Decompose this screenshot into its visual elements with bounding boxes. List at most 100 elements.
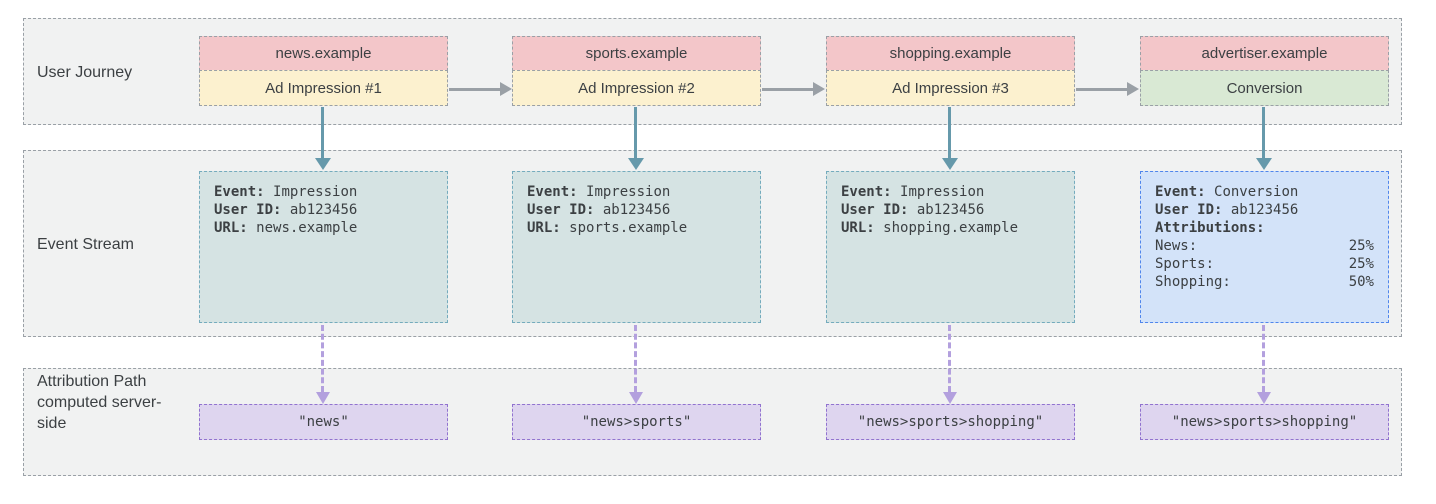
event-card-impression-3: Event: Impression User ID: ab123456 URL:… — [826, 171, 1075, 323]
event-field: User ID: ab123456 — [1155, 201, 1374, 219]
arrow-head-icon — [942, 158, 958, 170]
event-field: User ID: ab123456 — [214, 201, 433, 219]
field-label: URL: — [527, 220, 561, 236]
arrow-head-icon — [943, 392, 957, 404]
action-cell: Ad Impression #1 — [199, 70, 448, 106]
field-label: Event: — [527, 184, 578, 200]
journey-node-shopping: shopping.example Ad Impression #3 — [826, 36, 1075, 106]
arrow-head-icon — [1257, 392, 1271, 404]
arrow-head-icon — [813, 82, 825, 96]
field-value: ab123456 — [602, 202, 671, 218]
event-field: URL: shopping.example — [841, 219, 1060, 237]
journey-step-arrow — [1076, 82, 1139, 96]
attribution-name: News: — [1155, 238, 1198, 254]
attribution-pct: 25% — [1348, 238, 1374, 254]
event-field: Event: Impression — [527, 183, 746, 201]
event-field: Event: Conversion — [1155, 183, 1374, 201]
field-label: Event: — [841, 184, 892, 200]
event-field: Attributions: — [1155, 219, 1374, 237]
arrow-head-icon — [1256, 158, 1272, 170]
event-field: Event: Impression — [841, 183, 1060, 201]
field-label: URL: — [841, 220, 875, 236]
site-cell: sports.example — [512, 36, 761, 71]
field-value: sports.example — [569, 220, 688, 236]
field-label: User ID: — [1155, 202, 1223, 218]
event-field: Event: Impression — [214, 183, 433, 201]
arrow-line — [634, 325, 637, 392]
event-card-impression-2: Event: Impression User ID: ab123456 URL:… — [512, 171, 761, 323]
action-cell: Ad Impression #2 — [512, 70, 761, 106]
field-label: Event: — [214, 184, 265, 200]
attribution-row: Sports: 25% — [1155, 255, 1374, 273]
journey-step-arrow — [449, 82, 512, 96]
field-value: Impression — [586, 184, 671, 200]
user-journey-label: User Journey — [37, 64, 133, 81]
attribution-path-label: Attribution Path computed server-side — [37, 373, 162, 432]
field-value: news.example — [256, 220, 358, 236]
site-cell: shopping.example — [826, 36, 1075, 71]
attribution-row: News: 25% — [1155, 237, 1374, 255]
journey-step-arrow — [762, 82, 825, 96]
arrow-head-icon — [315, 158, 331, 170]
event-stream-arrow — [315, 107, 331, 170]
field-label: Event: — [1155, 184, 1206, 200]
field-value: ab123456 — [289, 202, 358, 218]
event-card-conversion: Event: Conversion User ID: ab123456 Attr… — [1140, 171, 1389, 323]
attribution-arrow — [943, 325, 957, 404]
site-cell: news.example — [199, 36, 448, 71]
arrow-line — [634, 107, 637, 158]
action-cell: Ad Impression #3 — [826, 70, 1075, 106]
attribution-path-box: "news>sports>shopping" — [1140, 404, 1389, 440]
event-field: User ID: ab123456 — [841, 201, 1060, 219]
field-value: ab123456 — [1230, 202, 1299, 218]
arrow-head-icon — [1127, 82, 1139, 96]
field-value: Impression — [900, 184, 985, 200]
attribution-pct: 25% — [1348, 256, 1374, 272]
event-stream-arrow — [1256, 107, 1272, 170]
arrow-head-icon — [316, 392, 330, 404]
field-label: Attributions: — [1155, 220, 1265, 236]
arrow-line — [1262, 107, 1265, 158]
event-stream-arrow — [628, 107, 644, 170]
attribution-arrow — [1257, 325, 1271, 404]
field-label: User ID: — [214, 202, 282, 218]
attribution-pct: 50% — [1348, 274, 1374, 290]
attribution-name: Shopping: — [1155, 274, 1231, 290]
journey-node-news: news.example Ad Impression #1 — [199, 36, 448, 106]
event-field: URL: sports.example — [527, 219, 746, 237]
attribution-row: Shopping: 50% — [1155, 273, 1374, 291]
attribution-arrow — [316, 325, 330, 404]
arrow-line — [321, 107, 324, 158]
event-stream-label: Event Stream — [37, 236, 134, 253]
event-field: User ID: ab123456 — [527, 201, 746, 219]
field-label: User ID: — [527, 202, 595, 218]
arrow-head-icon — [500, 82, 512, 96]
attribution-arrow — [629, 325, 643, 404]
arrow-line — [321, 325, 324, 392]
action-cell: Conversion — [1140, 70, 1389, 106]
arrow-line — [762, 88, 813, 91]
field-value: Impression — [273, 184, 358, 200]
event-card-impression-1: Event: Impression User ID: ab123456 URL:… — [199, 171, 448, 323]
attribution-path-box: "news>sports" — [512, 404, 761, 440]
arrow-line — [948, 325, 951, 392]
event-field: URL: news.example — [214, 219, 433, 237]
field-label: URL: — [214, 220, 248, 236]
attribution-path-box: "news" — [199, 404, 448, 440]
journey-node-advertiser: advertiser.example Conversion — [1140, 36, 1389, 106]
event-stream-arrow — [942, 107, 958, 170]
field-value: shopping.example — [883, 220, 1019, 236]
site-cell: advertiser.example — [1140, 36, 1389, 71]
arrow-line — [1262, 325, 1265, 392]
arrow-head-icon — [628, 158, 644, 170]
attribution-path-box: "news>sports>shopping" — [826, 404, 1075, 440]
journey-node-sports: sports.example Ad Impression #2 — [512, 36, 761, 106]
arrow-line — [449, 88, 500, 91]
arrow-line — [1076, 88, 1127, 91]
attribution-name: Sports: — [1155, 256, 1215, 272]
field-label: User ID: — [841, 202, 909, 218]
arrow-head-icon — [629, 392, 643, 404]
field-value: Conversion — [1214, 184, 1299, 200]
field-value: ab123456 — [916, 202, 985, 218]
